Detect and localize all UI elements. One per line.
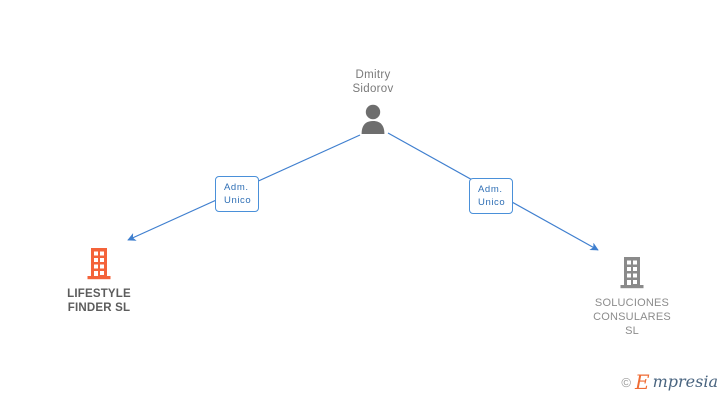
- building-icon: [34, 246, 164, 280]
- company-name-label: LIFESTYLE FINDER SL: [67, 288, 131, 314]
- empresia-watermark: © E mpresia: [621, 372, 718, 392]
- node-company-lifestyle-finder-sl[interactable]: LIFESTYLE FINDER SL: [34, 246, 164, 315]
- copyright-icon: ©: [621, 374, 631, 390]
- node-person-dmitry-sidorov[interactable]: Dmitry Sidorov: [313, 68, 433, 134]
- person-name-label: Dmitry Sidorov: [352, 69, 394, 95]
- brand-initial: E: [634, 370, 650, 394]
- edge-label-adm-unico-right[interactable]: Adm. Unico: [469, 178, 514, 214]
- edge-label-adm-unico-left[interactable]: Adm. Unico: [215, 176, 260, 212]
- brand-name: mpresia: [652, 372, 718, 391]
- company-name-label: SOLUCIONES CONSULARES SL: [593, 297, 671, 337]
- node-company-soluciones-consulares-sl[interactable]: SOLUCIONES CONSULARES SL: [567, 255, 697, 338]
- building-icon: [567, 255, 697, 289]
- person-silhouette-icon: [313, 102, 433, 134]
